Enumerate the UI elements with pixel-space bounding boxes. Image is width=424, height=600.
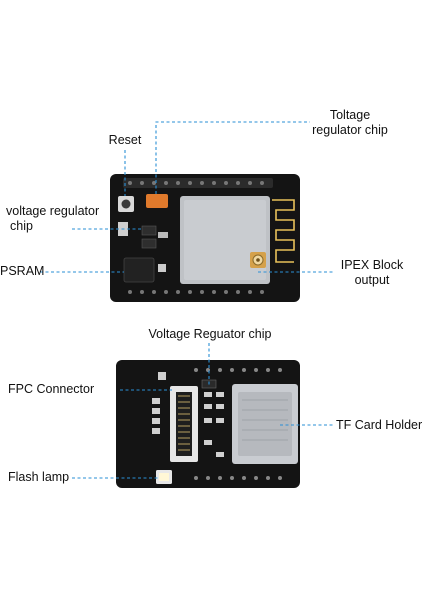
tf-card-holder [232, 384, 298, 464]
label-tf-card-holder: TF Card Holder [336, 418, 423, 432]
bottom-board [116, 360, 300, 488]
label-psram: PSRAM [0, 264, 45, 278]
label-ipex-line2: output [354, 273, 390, 287]
orange-regulator-chip [146, 194, 168, 208]
flash-led [156, 470, 172, 484]
psram-chip [123, 257, 155, 283]
label-fpc-connector: FPC Connector [8, 382, 95, 396]
reset-button-component [118, 196, 134, 212]
ipex-connector [250, 252, 266, 268]
label-voltage-reguator-chip: Voltage Reguator chip [148, 327, 272, 341]
fpc-connector [170, 386, 198, 462]
label-toltage-line1: Toltage [329, 108, 371, 122]
label-ipex-line1: IPEX Block [340, 258, 404, 272]
label-toltage-line2: regulator chip [312, 123, 388, 137]
label-flash-lamp: Flash lamp [8, 470, 70, 484]
pcb-antenna [272, 199, 295, 263]
callout-lines [40, 121, 334, 479]
label-vreg-line2: chip [10, 219, 33, 233]
top-board [110, 174, 300, 302]
label-vreg-line1: voltage regulator [6, 204, 100, 218]
label-reset: Reset [108, 133, 142, 147]
